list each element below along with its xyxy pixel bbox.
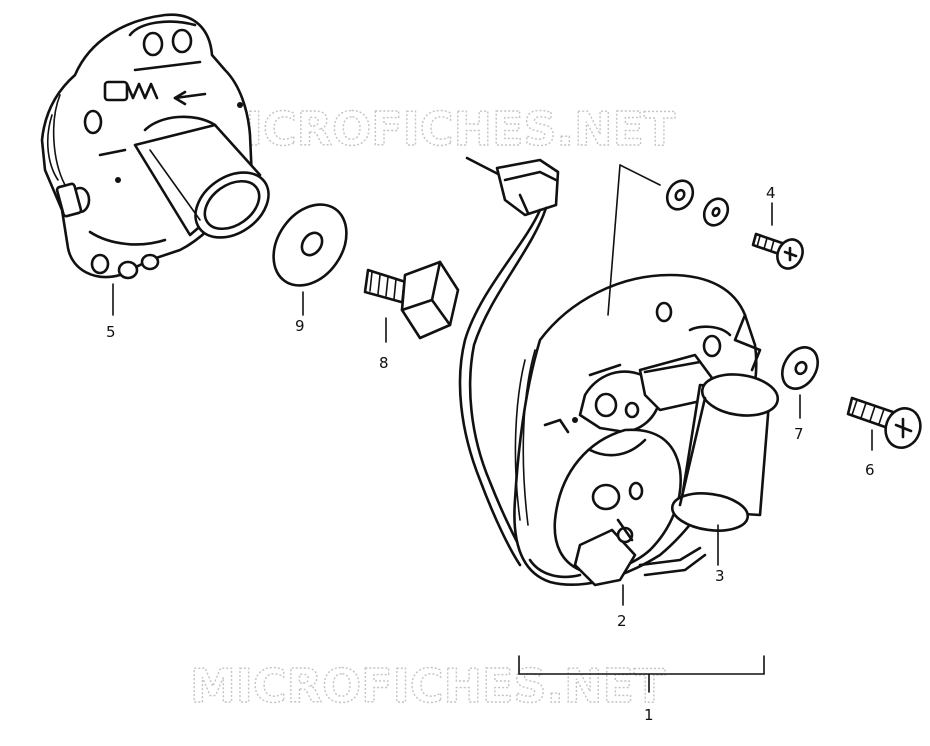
callout-3: 3 [715, 567, 725, 585]
lead-wire [458, 156, 560, 567]
callout-7: 7 [794, 425, 804, 443]
watermark-bottom: MICROFICHES.NET [190, 659, 666, 713]
part-6-screw [846, 396, 922, 451]
callout-2: 2 [617, 612, 627, 630]
callout-9: 9 [295, 317, 305, 335]
callout-1: 1 [644, 706, 654, 724]
watermark-top: MICROFICHES.NET [200, 102, 676, 156]
leader-washers-diag [607, 164, 621, 316]
part-4-screw [751, 202, 804, 270]
part-7-washer [781, 346, 819, 419]
assembly-bracket [518, 655, 765, 693]
callout-8: 8 [379, 354, 389, 372]
part-9-washer [272, 203, 348, 316]
small-washers [665, 179, 730, 227]
callout-4: 4 [766, 184, 776, 202]
callout-5: 5 [106, 323, 116, 341]
part-3-condenser [638, 353, 780, 566]
part-8-hex-bolt [363, 260, 460, 343]
leader-washers [619, 164, 661, 186]
part-5-housing [40, 13, 270, 316]
callout-6: 6 [865, 461, 875, 479]
